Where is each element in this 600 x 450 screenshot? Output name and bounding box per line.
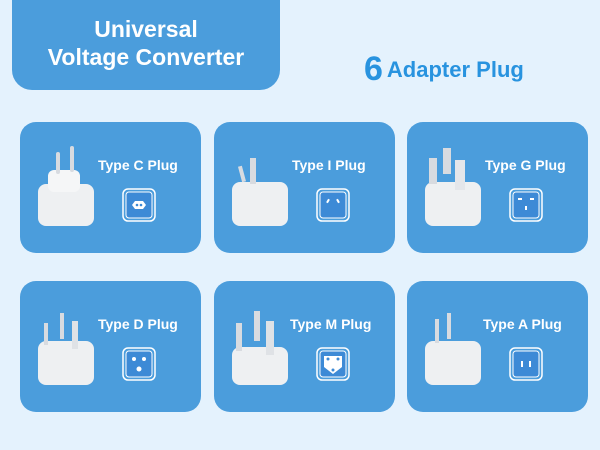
card-type-a: Type A Plug [407, 281, 588, 412]
card-type-c: Type C Plug [20, 122, 201, 253]
plug-adapter-icon [425, 148, 481, 226]
plug-adapter-icon [232, 158, 288, 226]
card-title: Type G Plug [485, 157, 566, 173]
type-d-socket-icon [122, 347, 156, 381]
plug-adapter-icon [232, 311, 288, 385]
card-title: Type I Plug [292, 157, 366, 173]
card-type-d: Type D Plug [20, 281, 201, 412]
card-type-g: Type G Plug [407, 122, 588, 253]
plug-adapter-icon [425, 313, 481, 385]
title-line-1: Universal [94, 16, 198, 42]
card-title: Type A Plug [483, 316, 562, 332]
plug-adapter-icon [38, 146, 94, 226]
type-a-socket-icon [509, 347, 543, 381]
card-title: Type D Plug [98, 316, 178, 332]
card-title: Type M Plug [290, 316, 372, 332]
type-m-socket-icon [316, 347, 350, 381]
card-type-i: Type I Plug [214, 122, 395, 253]
title-line-2: Voltage Converter [47, 44, 245, 70]
count-number: 6 [364, 50, 383, 88]
type-c-socket-icon [122, 188, 156, 222]
plug-adapter-icon [38, 313, 94, 385]
card-type-m: Type M Plug [214, 281, 395, 412]
type-g-socket-icon [509, 188, 543, 222]
title-banner: Universal Voltage Converter [12, 0, 280, 90]
type-i-socket-icon [316, 188, 350, 222]
count-label: Adapter Plug [386, 56, 524, 82]
card-title: Type C Plug [98, 157, 178, 173]
